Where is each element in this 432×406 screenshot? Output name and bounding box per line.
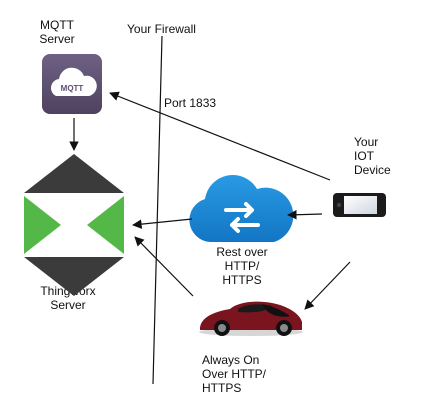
thingworx-label-line2: Server: [50, 298, 86, 312]
firewall-label: Your Firewall: [127, 22, 196, 36]
rest-label-line1: Rest over: [216, 245, 268, 259]
iot-phone-icon: [333, 193, 386, 217]
port-label: Port 1833: [164, 96, 217, 110]
mqtt-server-label: MQTT Server: [28, 18, 86, 46]
firewall-line: [152, 35, 163, 385]
arrow-device-to-mqtt: [109, 91, 331, 181]
rest-cloud-icon: [189, 174, 294, 242]
iot-device-label-line3: Device: [354, 163, 391, 177]
car-icon: [199, 301, 303, 336]
mqtt-server-label-line1: MQTT: [40, 18, 74, 32]
mqtt-server-icon: MQTT: [42, 54, 102, 114]
iot-device-label-line2: IOT: [354, 149, 374, 163]
arrow-car-to-thingworx: [134, 236, 194, 297]
arrow-device-to-car: [304, 261, 351, 310]
iot-device-label: Your IOT Device: [354, 135, 391, 177]
arrow-device-to-cloud: [287, 209, 323, 220]
iot-device-label-line1: Your: [354, 135, 379, 149]
rest-label: Rest over HTTP/ HTTPS: [202, 245, 282, 287]
thingworx-logo-icon: [24, 154, 124, 296]
rest-label-line3: HTTPS: [222, 273, 262, 287]
car-label-line2: Over HTTP/: [202, 367, 267, 381]
arrow-cloud-to-thingworx: [132, 218, 193, 229]
rest-label-line2: HTTP/: [224, 259, 260, 273]
mqtt-server-label-line2: Server: [39, 32, 75, 46]
car-label: Always On Over HTTP/ HTTPS: [202, 353, 266, 395]
car-label-line1: Always On: [202, 353, 260, 367]
mqtt-icon-text: MQTT: [61, 84, 84, 93]
car-label-line3: HTTPS: [202, 381, 242, 395]
